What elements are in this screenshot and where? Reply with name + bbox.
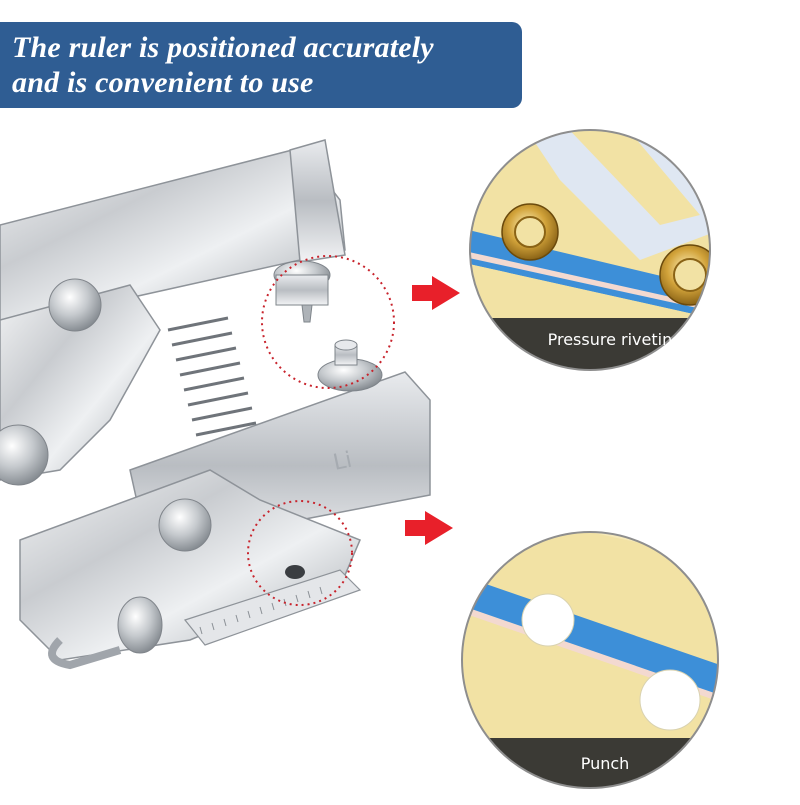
pressure-riveting-inset	[469, 129, 711, 371]
headline-banner	[0, 22, 522, 108]
svg-text:Li: Li	[331, 448, 354, 476]
headline-line-1: The ruler is positioned accurately	[12, 31, 434, 64]
headline-text: The ruler is positioned accurately and i…	[12, 30, 522, 100]
headline-line-2: and is convenient to use	[12, 66, 314, 99]
pressure-riveting-label: Pressure riveting	[547, 330, 683, 349]
punch-label: Punch	[580, 754, 630, 773]
arrow-right-icon	[405, 511, 453, 545]
arrow-right-icon	[412, 276, 460, 310]
hole-punch-pliers: Li	[0, 139, 431, 670]
highlight-circle-punch	[247, 500, 353, 606]
highlight-circle-die	[261, 255, 395, 389]
